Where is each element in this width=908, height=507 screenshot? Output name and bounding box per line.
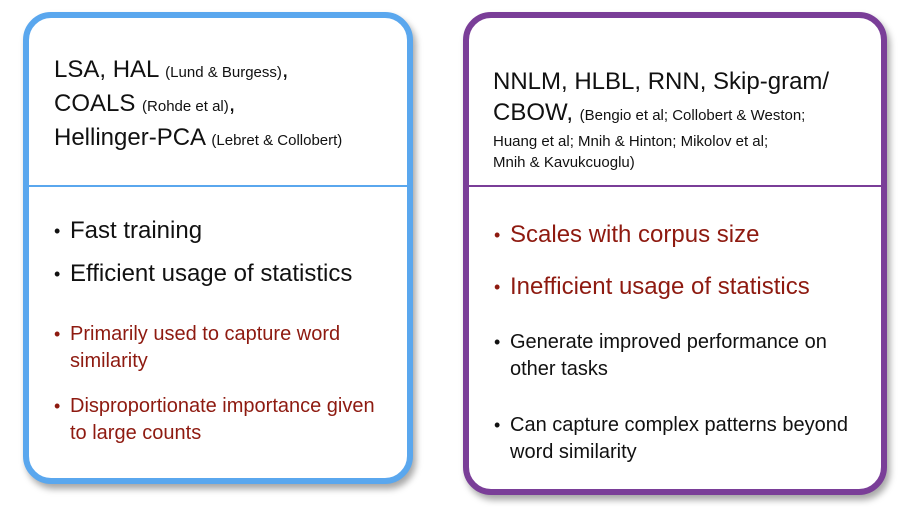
left-panel-divider bbox=[29, 185, 407, 187]
bullet-text: Inefficient usage of statistics bbox=[510, 273, 810, 300]
list-item: • Generate improved performance on other… bbox=[494, 329, 869, 383]
list-item: • Can capture complex patterns beyond wo… bbox=[494, 412, 869, 466]
left-header-line2-main: COALS bbox=[54, 90, 143, 117]
list-item: • Fast training bbox=[54, 216, 395, 246]
bullet-text: Scales with corpus size bbox=[510, 221, 760, 248]
list-item: • Disproportionate importance given to l… bbox=[54, 393, 395, 447]
list-item: • Inefficient usage of statistics bbox=[494, 272, 869, 302]
bullet-marker: • bbox=[54, 221, 61, 241]
right-panel-header: NNLM, HLBL, RNN, Skip-gram/ CBOW, (Bengi… bbox=[493, 66, 867, 173]
list-item: • Scales with corpus size bbox=[494, 220, 869, 250]
left-header-line1-main: LSA, HAL bbox=[54, 56, 166, 83]
left-header-line1-ref: (Lund & Burgess) bbox=[165, 64, 282, 81]
list-item: • Efficient usage of statistics bbox=[54, 259, 395, 289]
bullet-marker: • bbox=[494, 332, 501, 352]
right-header-line3-ref: Huang et al; Mnih & Hinton; Mikolov et a… bbox=[493, 133, 769, 150]
bullet-text: Primarily used to capture word similarit… bbox=[70, 323, 341, 372]
list-item: • Primarily used to capture word similar… bbox=[54, 321, 395, 375]
left-header-line3-main: Hellinger-PCA bbox=[54, 124, 212, 151]
bullet-marker: • bbox=[494, 415, 501, 435]
bullet-text: Fast training bbox=[70, 217, 203, 244]
left-panel-count-based-methods: LSA, HAL (Lund & Burgess), COALS (Rohde … bbox=[23, 12, 413, 484]
left-header-line2-ref: (Rohde et al) bbox=[142, 98, 229, 115]
bullet-text: Can capture complex patterns beyond word… bbox=[510, 414, 848, 463]
right-header-line2-main: CBOW, bbox=[493, 99, 580, 126]
left-header-line1-end: , bbox=[281, 56, 289, 83]
bullet-marker: • bbox=[54, 396, 61, 416]
right-header-line4-ref: Mnih & Kavukcuoglu) bbox=[493, 154, 635, 171]
bullet-marker: • bbox=[494, 277, 501, 297]
bullet-marker: • bbox=[54, 324, 61, 344]
right-panel-divider bbox=[469, 185, 881, 187]
bullet-text: Efficient usage of statistics bbox=[70, 260, 353, 287]
right-header-line1: NNLM, HLBL, RNN, Skip-gram/ bbox=[493, 68, 830, 95]
bullet-text: Disproportionate importance given to lar… bbox=[70, 395, 375, 444]
right-panel-prediction-based-methods: NNLM, HLBL, RNN, Skip-gram/ CBOW, (Bengi… bbox=[463, 12, 887, 495]
left-panel-header: LSA, HAL (Lund & Burgess), COALS (Rohde … bbox=[54, 54, 393, 156]
left-header-line3-ref: (Lebret & Collobert) bbox=[211, 132, 343, 149]
bullet-text: Generate improved performance on other t… bbox=[510, 331, 827, 380]
right-header-line2-ref: (Bengio et al; Collobert & Weston; bbox=[579, 107, 806, 124]
bullet-marker: • bbox=[54, 264, 61, 284]
left-header-line2-end: , bbox=[228, 90, 236, 117]
bullet-marker: • bbox=[494, 225, 501, 245]
